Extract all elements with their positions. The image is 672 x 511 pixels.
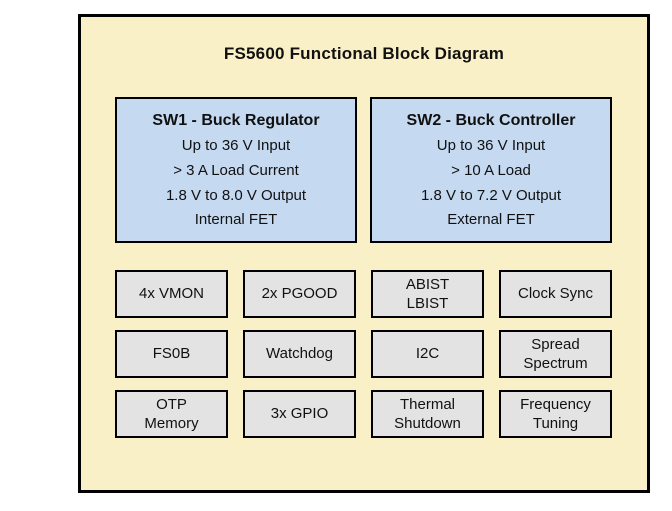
block-gpio: 3x GPIO	[243, 390, 356, 438]
block-spread-spectrum: Spread Spectrum	[499, 330, 612, 378]
sw1-title: SW1 - Buck Regulator	[152, 111, 320, 129]
block-pgood: 2x PGOOD	[243, 270, 356, 318]
block-clock-sync: Clock Sync	[499, 270, 612, 318]
diagram-frame: FS5600 Functional Block Diagram SW1 - Bu…	[78, 14, 650, 493]
block-abist-lbist: ABIST LBIST	[371, 270, 484, 318]
sw1-spec-fet: Internal FET	[194, 211, 278, 229]
block-watchdog: Watchdog	[243, 330, 356, 378]
block-vmon: 4x VMON	[115, 270, 228, 318]
feature-blocks-grid: 4x VMON 2x PGOOD ABIST LBIST Clock Sync …	[115, 270, 612, 438]
diagram-title: FS5600 Functional Block Diagram	[223, 44, 505, 63]
sw2-buck-controller-box: SW2 - Buck Controller Up to 36 V Input >…	[370, 97, 612, 243]
sw2-spec-output: 1.8 V to 7.2 V Output	[420, 186, 562, 204]
sw2-spec-load: > 10 A Load	[451, 161, 531, 179]
block-i2c: I2C	[371, 330, 484, 378]
sw2-spec-fet: External FET	[447, 211, 535, 229]
sw1-spec-load: > 3 A Load Current	[173, 161, 299, 179]
block-otp-memory: OTP Memory	[115, 390, 228, 438]
sw-boxes-row: SW1 - Buck Regulator Up to 36 V Input > …	[115, 97, 612, 243]
block-frequency-tuning: Frequency Tuning	[499, 390, 612, 438]
sw1-spec-input: Up to 36 V Input	[181, 137, 291, 155]
sw1-buck-regulator-box: SW1 - Buck Regulator Up to 36 V Input > …	[115, 97, 357, 243]
block-thermal-shutdown: Thermal Shutdown	[371, 390, 484, 438]
sw2-title: SW2 - Buck Controller	[406, 111, 576, 129]
sw2-spec-input: Up to 36 V Input	[436, 137, 546, 155]
block-fs0b: FS0B	[115, 330, 228, 378]
sw1-spec-output: 1.8 V to 8.0 V Output	[165, 186, 307, 204]
